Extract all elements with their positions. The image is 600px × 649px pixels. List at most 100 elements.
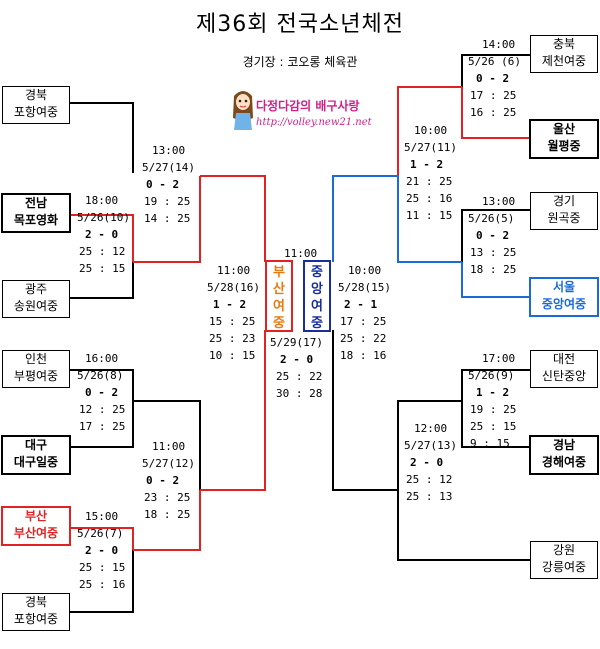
- match-date: 5/27(13): [404, 439, 457, 452]
- match-score: 1 - 2: [213, 298, 247, 311]
- match-set: 18 : 16: [340, 349, 387, 362]
- finalist-char: 중: [311, 316, 323, 331]
- match-score: 0 - 2: [476, 72, 510, 85]
- match-score: 2 - 1: [344, 298, 378, 311]
- team-box-gangwon[interactable]: 강원 강릉여중: [530, 541, 598, 579]
- bracket-line: [332, 175, 398, 262]
- match-time: 17:00: [482, 352, 516, 365]
- team-box-ulsan[interactable]: 울산 월평중: [529, 119, 599, 159]
- match-info-final-result: 5/29(17) 2 - 0 25 : 22 30 : 28: [270, 334, 323, 402]
- match-set: 25 : 22: [276, 370, 323, 383]
- team-box-seoul[interactable]: 서울 중앙여중: [529, 277, 599, 317]
- match-set: 19 : 25: [144, 195, 191, 208]
- match-date: 5/27(11): [404, 141, 457, 154]
- team-school: 목포영화: [13, 213, 59, 227]
- team-school: 송원여중: [13, 299, 59, 313]
- match-time: 10:00: [348, 264, 382, 277]
- match-date: 5/27(14): [142, 161, 195, 174]
- match-date: 5/28(16): [207, 281, 260, 294]
- team-school: 신탄중앙: [541, 369, 587, 383]
- bracket-line: [461, 369, 531, 401]
- bracket-line: [69, 369, 134, 401]
- match-info-left3: 16:00 5/26(8) 0 - 2 12 : 25 17 : 25: [77, 350, 125, 435]
- match-time: 13:00: [482, 195, 516, 208]
- match-set: 25 : 16: [79, 578, 126, 591]
- finalist-left-box[interactable]: 부 산 여 중: [265, 260, 293, 332]
- team-school: 포항여중: [13, 612, 59, 626]
- team-school: 경해여중: [541, 455, 587, 469]
- match-score: 0 - 2: [85, 386, 119, 399]
- match-score: 2 - 0: [85, 228, 119, 241]
- team-region: 광주: [24, 282, 48, 296]
- match-set: 17 : 25: [79, 420, 126, 433]
- team-school: 부산여중: [13, 526, 59, 540]
- watermark-text: 다정다감의 배구사랑: [256, 99, 360, 113]
- match-info-right2: 10:00 5/27(11) 1 - 2 21 : 25 25 : 16 11 …: [404, 122, 457, 224]
- bracket-line: [397, 400, 462, 490]
- match-set: 25 : 12: [406, 473, 453, 486]
- match-date: 5/27(12): [142, 457, 195, 470]
- finalist-char: 중: [273, 316, 285, 331]
- match-time: 11:00: [284, 247, 318, 260]
- team-box-incheon[interactable]: 인천 부평여중: [2, 350, 70, 388]
- match-score: 0 - 2: [476, 229, 510, 242]
- bracket-line: [397, 176, 462, 263]
- team-region: 서울: [552, 280, 576, 294]
- match-time: 15:00: [85, 510, 119, 523]
- bracket-line: [69, 262, 134, 299]
- venue-label: 경기장 : 코오롱 체육관: [242, 55, 358, 69]
- watermark-url: http://volley.new21.net: [256, 117, 372, 128]
- bracket-line: [397, 490, 531, 561]
- finalist-right-box[interactable]: 중 앙 여 중: [303, 260, 331, 332]
- team-school: 중앙여중: [541, 297, 587, 311]
- match-info-right5: 12:00 5/27(13) 2 - 0 25 : 12 25 : 13: [404, 420, 457, 505]
- match-date: 5/28(15): [338, 281, 391, 294]
- match-set: 11 : 15: [406, 209, 453, 222]
- team-box-gyeonggi[interactable]: 경기 원곡중: [530, 192, 598, 230]
- page-title: 제36회 전국소년체전: [196, 12, 404, 37]
- bracket-line: [461, 54, 531, 87]
- team-box-gwangju[interactable]: 광주 송원여중: [2, 280, 70, 318]
- match-set: 10 : 15: [209, 349, 256, 362]
- team-box-gyeongbuk-2[interactable]: 경북 포항여중: [2, 593, 70, 631]
- team-box-chungbuk[interactable]: 충북 제천여중: [530, 35, 598, 73]
- match-set: 14 : 25: [144, 212, 191, 225]
- team-box-jeonnam[interactable]: 전남 목포영화: [1, 193, 71, 233]
- team-region: 강원: [552, 543, 576, 557]
- match-set: 9 : 15: [470, 437, 510, 450]
- bracket-line: [69, 527, 134, 550]
- match-info-right-semi: 10:00 5/28(15) 2 - 1 17 : 25 25 : 22 18 …: [338, 262, 391, 364]
- match-date: 5/26(9): [468, 369, 515, 382]
- team-school: 포항여중: [13, 105, 59, 119]
- match-score: 2 - 0: [410, 456, 444, 469]
- match-set: 25 : 22: [340, 332, 387, 345]
- match-time: 10:00: [414, 124, 448, 137]
- team-box-daejeon[interactable]: 대전 신탄중앙: [530, 350, 598, 388]
- team-school: 제천여중: [541, 54, 587, 68]
- match-date: 5/26(10): [77, 211, 130, 224]
- team-region: 인천: [24, 352, 48, 366]
- team-box-gyeongbuk[interactable]: 경북 포항여중: [2, 86, 70, 124]
- finalist-char: 산: [273, 282, 285, 297]
- match-date: 5/26 (6): [468, 55, 521, 68]
- match-set: 19 : 25: [470, 403, 517, 416]
- team-box-busan[interactable]: 부산 부산여중: [1, 506, 71, 546]
- bracket-line: [69, 401, 134, 448]
- finalist-char: 여: [273, 299, 285, 314]
- team-region: 경남: [552, 438, 576, 452]
- team-school: 원곡중: [547, 211, 581, 225]
- match-time: 11:00: [152, 440, 186, 453]
- match-score: 1 - 2: [410, 158, 444, 171]
- match-time: 14:00: [482, 38, 516, 51]
- match-set: 17 : 25: [470, 89, 517, 102]
- team-region: 충북: [552, 37, 576, 51]
- team-box-gyeongnam[interactable]: 경남 경해여중: [529, 435, 599, 475]
- bracket-line: [69, 550, 134, 613]
- match-score: 1 - 2: [476, 386, 510, 399]
- match-set: 25 : 15: [79, 561, 126, 574]
- team-region: 경북: [24, 595, 48, 609]
- team-box-daegu[interactable]: 대구 대구일중: [1, 435, 71, 475]
- bracket-line: [133, 490, 201, 551]
- bracket-line: [397, 86, 462, 176]
